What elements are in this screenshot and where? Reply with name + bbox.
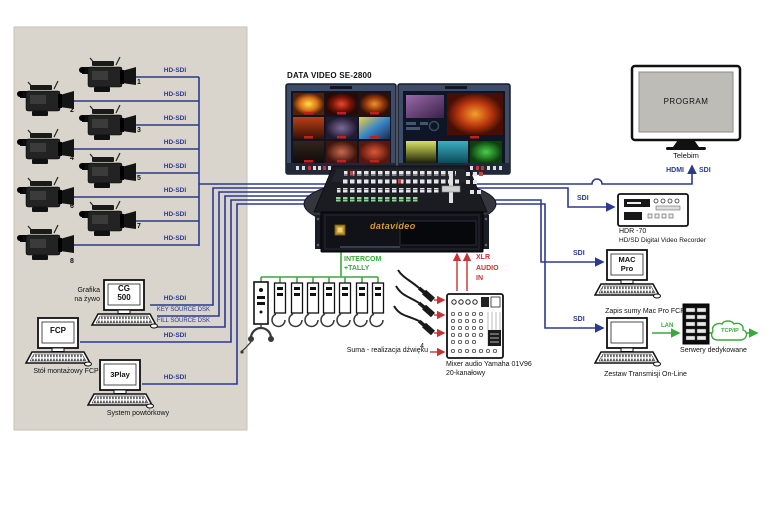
switcher-title: DATA VIDEO SE-2800 — [287, 71, 372, 80]
hdsdi-label-6: HD-SDI — [163, 187, 187, 194]
hdsdi-label-2: HD-SDI — [163, 91, 187, 98]
graphics-caption: Grafika na żywo — [74, 287, 100, 303]
hdsdi-label-4: HD-SDI — [163, 139, 187, 146]
suma-label: Suma - realizacja dźwięku — [346, 347, 428, 354]
audio-input-3: 3 — [424, 324, 428, 331]
intercom-lines — [260, 251, 759, 338]
macpro-label: MAC Pro — [618, 255, 636, 273]
server-rack-icon — [682, 303, 710, 345]
intercom-beltpack-icons — [240, 281, 385, 354]
fcp-hdsdi-label: HD-SDI — [163, 332, 187, 339]
camera-number-5: 5 — [137, 175, 141, 182]
stream-sdi-label: SDI — [573, 316, 585, 323]
program-screen-label: PROGRAM — [663, 97, 709, 106]
3play-hdsdi-label: HD-SDI — [163, 374, 187, 381]
fcp-caption: Stół montażowy FCP — [33, 368, 99, 375]
mixer-caption: Mixer audio Yamaha 01V96 20-kanałowy — [446, 361, 532, 377]
intercom-label: INTERCOM +TALLY — [344, 256, 382, 272]
hdsdi-label-5: HD-SDI — [163, 163, 187, 170]
tv-sdi-label: SDI — [699, 167, 711, 174]
audio-input-4: 4 — [420, 343, 424, 350]
program-tv-icon — [630, 64, 742, 150]
key-source-label: KEY SOURCE DSK — [156, 307, 210, 313]
hdsdi-label-1: HD-SDI — [163, 67, 187, 74]
switcher-rack-icon — [315, 211, 489, 253]
camera-number-8: 8 — [70, 258, 74, 265]
3play-caption: System powtórkowy — [106, 410, 170, 417]
earpiece-icons — [271, 313, 384, 328]
hdr70-recorder-icon — [617, 193, 689, 227]
audio-mixer-icon — [446, 293, 504, 359]
audio-lines — [430, 252, 472, 357]
camera-number-2: 2 — [70, 107, 74, 114]
multiview-monitor-icon — [285, 83, 397, 175]
recorder-name: HDR -70 — [619, 228, 647, 235]
camera-number-1: 1 — [137, 79, 141, 86]
mac-sdi-label: SDI — [573, 250, 585, 257]
datavideo-logo: datavideo — [370, 221, 416, 231]
hdmi-label: HDMI — [666, 167, 684, 174]
streaming-computer-icon — [594, 317, 662, 367]
macpro-caption: Zapis sumy Mac Pro FCP — [605, 308, 685, 315]
audio-input-2: 2 — [424, 306, 428, 313]
hdsdi-label-8: HD-SDI — [163, 235, 187, 242]
audio-input-1: 1 — [424, 291, 428, 298]
3play-label: 3Play — [110, 370, 130, 379]
tcpip-label: TCP/IP — [721, 328, 739, 334]
camera-number-7: 7 — [137, 223, 141, 230]
camera-number-4: 4 — [70, 155, 74, 162]
base-headset-icon — [240, 324, 274, 354]
hdsdi-label-3: HD-SDI — [163, 115, 187, 122]
telebim-caption: Telebim — [673, 151, 699, 160]
stream-caption: Zestaw Transmisji On-Line — [604, 371, 687, 378]
fill-source-label: FILL SOURCE DSK — [156, 318, 210, 324]
tcpip-cloud-icon — [710, 320, 748, 341]
preview-monitor-icon — [397, 83, 511, 175]
camera-number-3: 3 — [137, 127, 141, 134]
xlr-cable-icons — [393, 269, 435, 336]
cg-hdsdi-label: HD-SDI — [163, 295, 187, 302]
hdsdi-label-7: HD-SDI — [163, 211, 187, 218]
xlr-audio-label: XLR AUDIO IN — [476, 254, 499, 282]
recorder-desc: HD/SD Digital Video Recorder — [619, 237, 706, 244]
recorder-sdi-label: SDI — [577, 195, 589, 202]
camera-number-6: 6 — [70, 203, 74, 210]
lan-label: LAN — [661, 323, 674, 329]
cg500-label: CG 500 — [117, 284, 131, 302]
servers-caption: Serwery dedykowane — [680, 347, 747, 354]
fcp-label: FCP — [50, 326, 66, 335]
